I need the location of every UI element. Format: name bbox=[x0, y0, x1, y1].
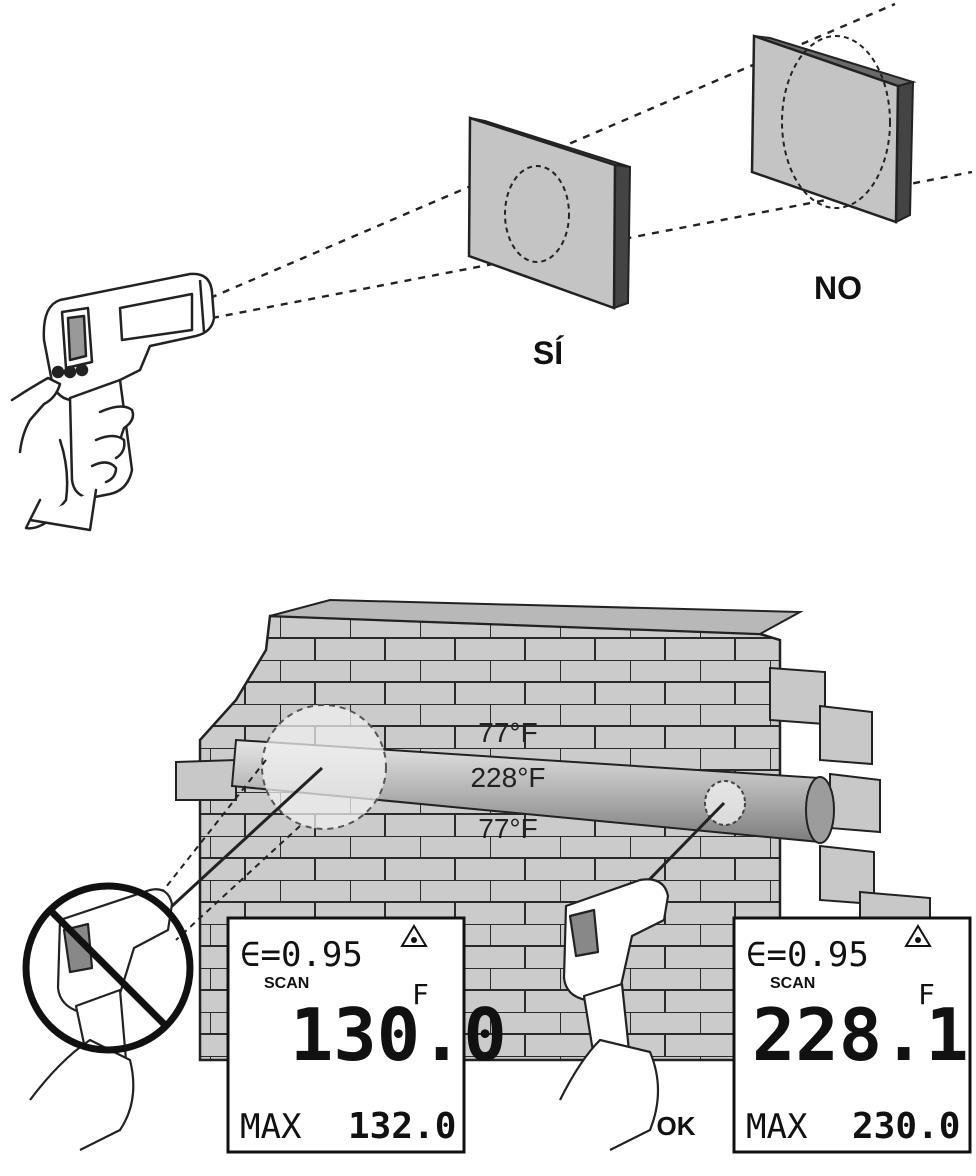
temperature-reading: 228.1 bbox=[752, 993, 969, 1077]
emissivity-readout: ∈=0.95 bbox=[240, 935, 363, 975]
laser-warning-icon bbox=[400, 924, 428, 947]
lcd-display-right: ∈=0.95 SCAN 228.1 F MAX 230.0 bbox=[732, 916, 972, 1154]
spot-circle-small bbox=[504, 165, 570, 263]
laser-warning-icon bbox=[904, 924, 932, 947]
hand-icon bbox=[10, 376, 135, 532]
thermometer-gun-icon bbox=[29, 888, 174, 1151]
temperature-reading: 130.0 bbox=[290, 993, 507, 1077]
max-value: 132.0 bbox=[348, 1106, 456, 1147]
prohibited-icon bbox=[22, 882, 194, 1054]
unit-label: F bbox=[412, 978, 429, 1011]
unit-label: F bbox=[918, 978, 935, 1011]
mode-label: SCAN bbox=[264, 975, 309, 992]
yes-label: SÍ bbox=[533, 335, 564, 371]
pipe-temp-center: 228°F bbox=[470, 762, 545, 793]
ok-label: OK bbox=[657, 1111, 696, 1141]
pipe-temp-top: 77°F bbox=[478, 717, 537, 748]
max-value: 230.0 bbox=[852, 1106, 960, 1147]
lcd-display-left: ∈=0.95 SCAN 130.0 F MAX 132.0 bbox=[226, 916, 507, 1154]
thermometer-gun-icon bbox=[42, 272, 216, 500]
top-diagram: SÍ NO bbox=[10, 2, 973, 532]
pipe-temp-bottom: 77°F bbox=[478, 813, 537, 844]
spot-circle-wide bbox=[261, 704, 387, 830]
spot-circle-large bbox=[781, 35, 891, 209]
max-label: MAX bbox=[746, 1107, 808, 1147]
thermometer-gun-icon bbox=[559, 878, 670, 1151]
emissivity-readout: ∈=0.95 bbox=[746, 935, 869, 975]
target-panel-small bbox=[467, 116, 632, 310]
target-panel-large bbox=[750, 34, 917, 224]
max-label: MAX bbox=[240, 1107, 302, 1147]
mode-label: SCAN bbox=[770, 975, 815, 992]
bottom-diagram: 77°F 228°F 77°F OK bbox=[22, 598, 972, 1154]
no-label: NO bbox=[814, 270, 862, 306]
